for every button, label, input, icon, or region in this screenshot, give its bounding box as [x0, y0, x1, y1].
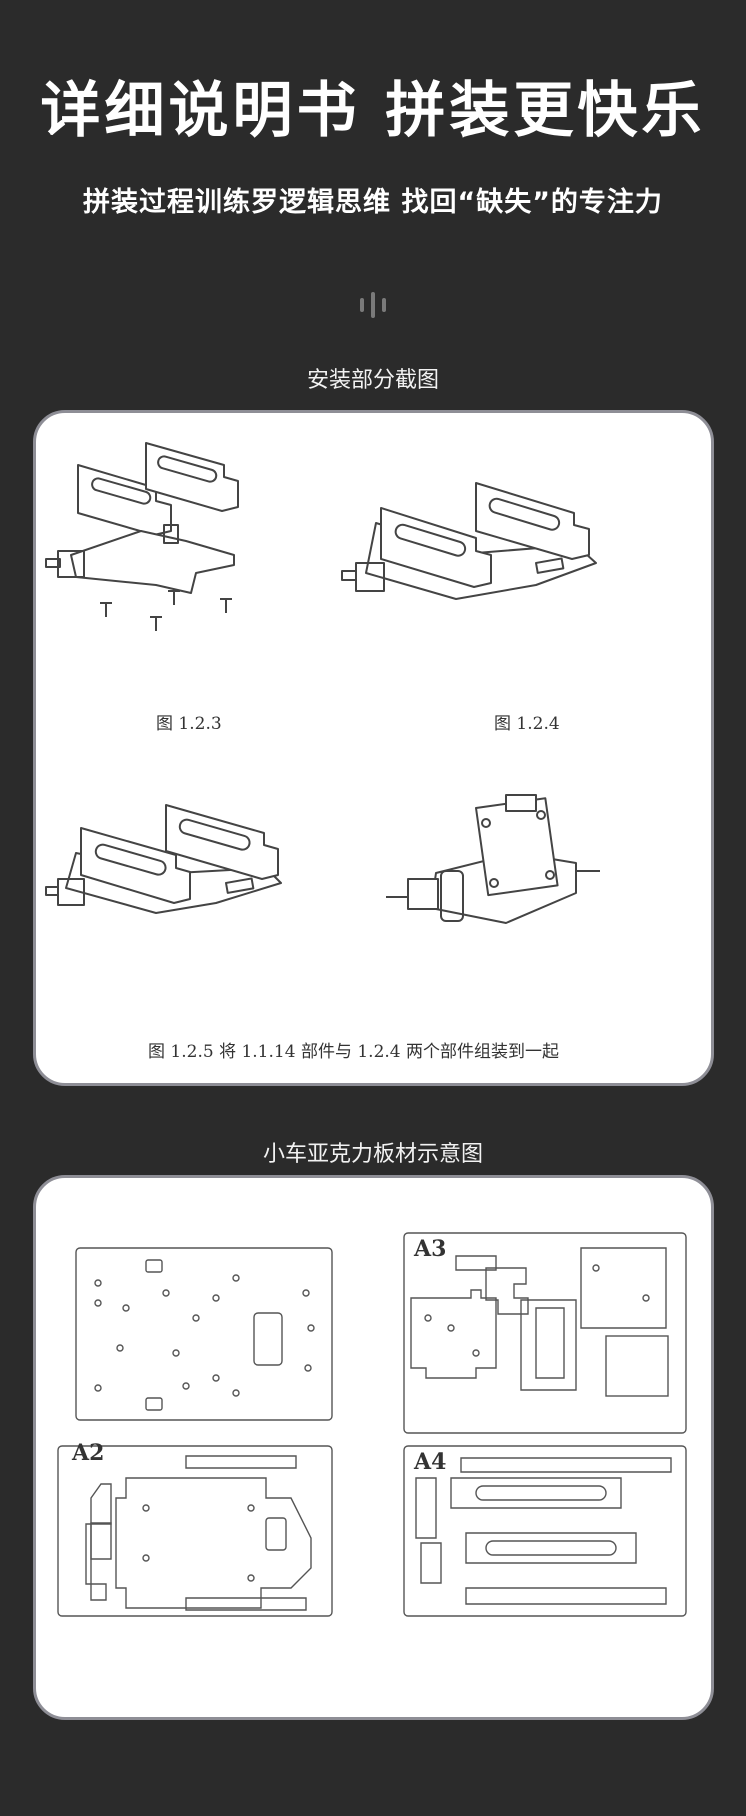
caption-figure-1-2-5: 图 1.2.5 将 1.1.14 部件与 1.2.4 两个部件组装到一起 — [148, 1042, 560, 1062]
caption-figure-1-2-3: 图 1.2.3 — [156, 714, 222, 734]
figure-1-2-5-right-drawing — [386, 794, 600, 924]
figure-1-2-3-drawing — [45, 442, 239, 631]
section-title-installation: 安装部分截图 — [306, 368, 439, 393]
acrylic-panel-a1 — [75, 1247, 333, 1421]
figure-1-2-5-left-drawing — [45, 804, 282, 914]
installation-screenshots-card: 图 1.2.3 图 1.2.4 图 1.2.5 将 1.1.14 部件与 1.2… — [33, 410, 714, 1086]
acrylic-sheets-card: A2 A3 A4 — [33, 1175, 714, 1720]
section-title-acrylic-sheets: 小车亚克力板材示意图 — [262, 1142, 483, 1167]
panel-label-a4: A4 — [414, 1449, 447, 1475]
acrylic-panel-a3 — [403, 1232, 687, 1434]
panel-label-a2: A2 — [72, 1440, 105, 1466]
section-divider-icon — [358, 292, 388, 318]
acrylic-panel-a2 — [57, 1445, 333, 1617]
acrylic-sheet-drawings — [57, 1232, 687, 1617]
panel-label-a3: A3 — [414, 1236, 447, 1262]
installation-drawings — [45, 442, 600, 924]
figure-1-2-4-drawing — [341, 482, 597, 600]
caption-figure-1-2-4: 图 1.2.4 — [494, 714, 560, 734]
page-subline: 拼装过程训练罗逻辑思维 找回“缺失”的专注力 — [83, 187, 663, 218]
page-headline: 详细说明书 拼装更快乐 — [40, 76, 706, 146]
acrylic-panel-a4 — [403, 1445, 687, 1617]
